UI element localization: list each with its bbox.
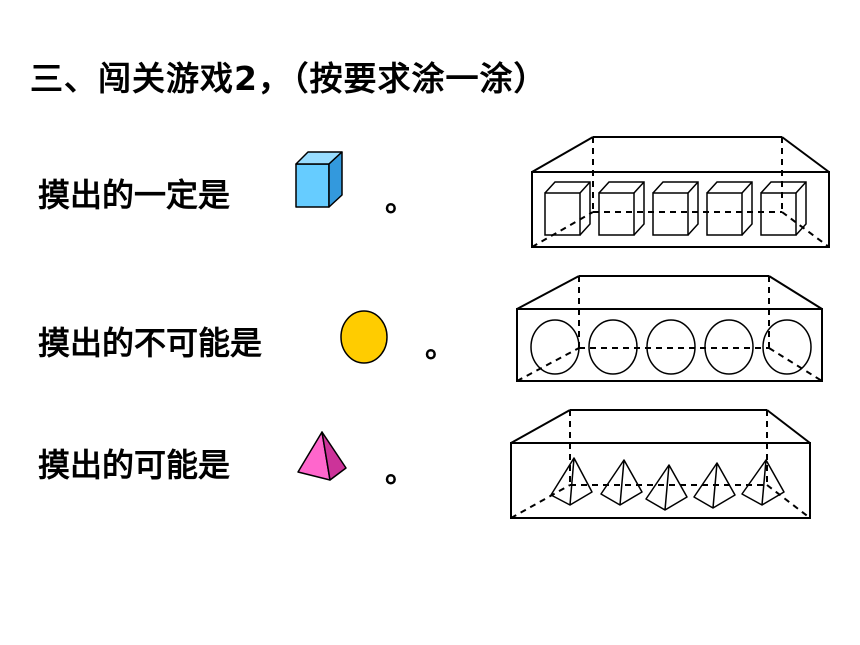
question-2-text: 摸出的不可能是	[38, 324, 263, 362]
circle-outline-5	[762, 319, 812, 375]
pyramid-outline-5	[741, 459, 785, 506]
page-title: 三、闯关游戏2，（按要求涂一涂）	[30, 59, 548, 98]
question-3-end: 。	[385, 455, 415, 490]
question-1-text: 摸出的一定是	[38, 176, 231, 214]
circle-outline-3	[646, 319, 696, 375]
box-circles	[516, 275, 823, 382]
pyramid-outline-4	[693, 462, 736, 509]
cube-outline-5	[760, 181, 807, 236]
cube-outline-2	[598, 181, 645, 236]
pyramid-outline-2	[600, 459, 643, 506]
circle-icon	[340, 310, 388, 364]
question-1-end: 。	[385, 184, 415, 219]
pyramid-outline-1	[550, 457, 593, 506]
box-cubes	[531, 136, 830, 248]
cube-icon	[295, 151, 343, 208]
cube-outline-3	[652, 181, 699, 236]
question-2-end: 。	[425, 330, 455, 365]
box-pyramids	[510, 409, 811, 519]
circle-outline-1	[530, 319, 580, 375]
cube-outline-1	[544, 181, 591, 236]
pyramid-icon	[297, 431, 347, 481]
question-3-text: 摸出的可能是	[38, 446, 231, 484]
circle-outline-4	[704, 319, 754, 375]
cube-outline-4	[706, 181, 753, 236]
pyramid-outline-3	[645, 464, 688, 511]
circle-outline-2	[588, 319, 638, 375]
